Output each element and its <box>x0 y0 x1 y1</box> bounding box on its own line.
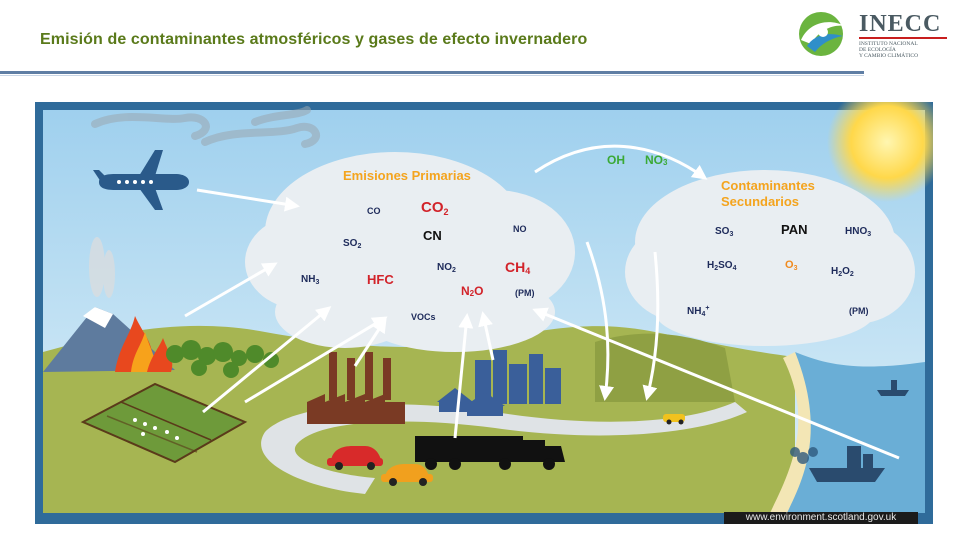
species-o3: O3 <box>785 259 798 272</box>
forest-fire-icon <box>115 316 173 372</box>
species-pan: PAN <box>781 222 807 237</box>
image-credit: www.environment.scotland.gov.uk <box>724 512 918 524</box>
species-h2so4: H2SO4 <box>707 260 737 272</box>
inecc-logo: INECC Instituto Nacional de Ecología y C… <box>793 10 953 60</box>
wind-swirls <box>91 106 320 148</box>
volcano-plume <box>89 237 115 298</box>
species-h2so4-b: SO <box>718 260 733 271</box>
title-divider <box>0 71 864 74</box>
primary-emissions-cloud <box>245 152 575 352</box>
emission-arrows <box>184 144 900 460</box>
species-nh4: NH4+ <box>687 305 709 318</box>
species-so2-sub: 2 <box>357 243 361 250</box>
species-no3-sub: 3 <box>663 158 668 167</box>
species-hno3-base: HNO <box>845 226 867 237</box>
secondary-pollutants-heading: Contaminantes <box>721 178 815 193</box>
city-icon <box>437 350 561 416</box>
species-nh4-sup: + <box>705 305 709 312</box>
volcano-snowcap <box>83 307 113 328</box>
species-n2o-b: O <box>474 284 483 298</box>
species-no3: NO3 <box>645 153 668 167</box>
secondary-pollutants-cloud <box>625 170 915 346</box>
species-no: NO <box>513 224 527 234</box>
species-h2o2: H2O2 <box>831 266 854 278</box>
species-no2: NO2 <box>437 262 456 274</box>
species-h2o2-sub2: 2 <box>850 271 854 278</box>
ship-distant-icon <box>877 380 909 396</box>
species-nh4-sub: 4 <box>701 311 705 318</box>
species-so3-sub: 3 <box>729 231 733 238</box>
car-red-icon <box>327 446 383 470</box>
logo-name: INECC <box>859 11 942 37</box>
page-title: Emisión de contaminantes atmosféricos y … <box>40 31 588 48</box>
ship-icon <box>809 446 885 482</box>
species-co2-base: CO <box>421 199 444 216</box>
car-small-icon <box>663 414 685 425</box>
species-hno3: HNO3 <box>845 226 871 238</box>
title-divider-shadow <box>0 75 864 76</box>
species-vocs: VOCs <box>411 312 436 322</box>
species-co2: CO2 <box>421 199 449 217</box>
species-nh3: NH3 <box>301 274 319 286</box>
species-so2-base: SO <box>343 238 358 249</box>
species-ch4: CH4 <box>505 259 530 276</box>
beach <box>770 352 811 513</box>
primary-emissions-heading: Emisiones Primarias <box>343 168 471 183</box>
species-o3-base: O <box>785 259 794 271</box>
species-so2: SO2 <box>343 238 361 250</box>
species-pm-secondary: (PM) <box>849 306 869 316</box>
species-o3-sub: 3 <box>794 265 798 272</box>
logo-subtitle-line: y Cambio Climático <box>859 53 919 59</box>
farm-fields <box>80 382 248 464</box>
species-cn: CN <box>423 228 442 243</box>
species-n2o-a: N <box>461 284 470 298</box>
logo-subtitle-line: Instituto Nacional <box>859 41 918 47</box>
logo-underline <box>859 37 947 39</box>
species-nh3-sub: 3 <box>315 279 319 286</box>
species-nh3-base: NH <box>301 274 315 285</box>
car-yellow-icon <box>381 464 433 486</box>
factory-icon <box>307 352 405 424</box>
species-h2so4-sub2: 4 <box>733 265 737 272</box>
species-no3-base: NO <box>645 153 663 167</box>
species-co: CO <box>367 206 381 216</box>
truck-icon <box>415 436 565 470</box>
species-pm-primary: (PM) <box>515 288 535 298</box>
logo-subtitle-line: de Ecología <box>859 47 896 53</box>
emissions-diagram: Emisiones Primarias Contaminantes Secund… <box>35 102 933 524</box>
species-co2-sub: 2 <box>444 207 449 217</box>
species-so3-base: SO <box>715 226 730 237</box>
species-h2so4-sub1: 2 <box>714 265 718 272</box>
inecc-emblem-icon <box>799 12 845 56</box>
secondary-pollutants-heading-line2: Secundarios <box>721 194 799 209</box>
species-ch4-base: CH <box>505 259 525 275</box>
airplane-icon <box>93 150 189 210</box>
sun <box>827 102 933 202</box>
species-h2so4-a: H <box>707 260 714 271</box>
species-oh: OH <box>607 153 625 167</box>
species-h2o2-b: O <box>842 266 850 277</box>
species-nh4-base: NH <box>687 306 701 317</box>
species-no2-base: NO <box>437 262 452 273</box>
species-h2o2-a: H <box>831 266 838 277</box>
species-so3: SO3 <box>715 226 733 238</box>
road <box>261 402 747 494</box>
species-ch4-sub: 4 <box>525 266 530 276</box>
species-no2-sub: 2 <box>452 267 456 274</box>
species-hno3-sub: 3 <box>867 231 871 238</box>
logo-subtitle: Instituto Nacional de Ecología y Cambio … <box>859 41 959 59</box>
forest <box>166 340 279 378</box>
species-n2o-sub: 2 <box>470 289 475 298</box>
ship-smoke <box>790 447 818 464</box>
hill <box>595 333 735 402</box>
species-n2o: N2O <box>461 284 483 298</box>
species-hfc: HFC <box>367 272 394 287</box>
species-h2o2-sub1: 2 <box>838 271 842 278</box>
